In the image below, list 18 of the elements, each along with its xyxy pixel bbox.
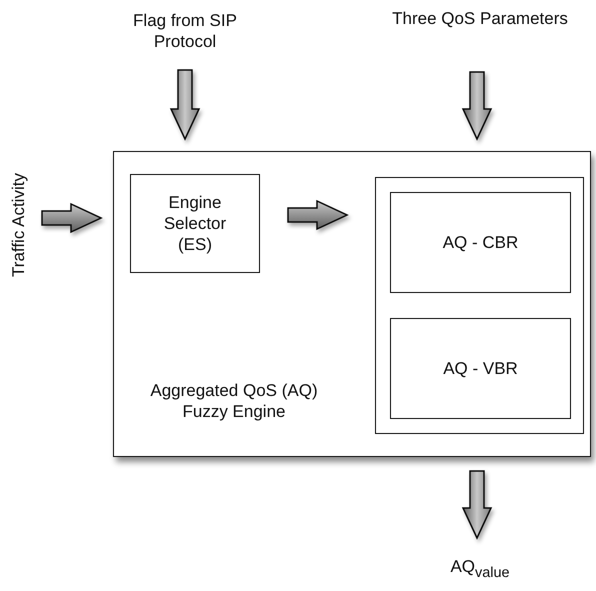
- box-label: AQ - VBR: [442, 358, 519, 379]
- input-label: Flag from SIP Protocol: [130, 10, 240, 54]
- box-label: Engine Selector (ES): [162, 192, 228, 255]
- container-box: [375, 177, 584, 434]
- engine-box: [390, 318, 571, 419]
- block-arrow: [462, 470, 492, 540]
- engine-title: Aggregated QoS (AQ) Fuzzy Engine: [149, 380, 319, 422]
- input-label: Traffic Activity: [8, 160, 32, 290]
- block-arrow: [287, 200, 349, 230]
- box-label: AQ - CBR: [442, 232, 520, 253]
- input-label: Three QoS Parameters: [380, 8, 580, 32]
- block-arrow: [41, 202, 103, 234]
- engine-box: [390, 192, 571, 293]
- output-label: AQ$_{value}$: [420, 556, 540, 586]
- selector-box: [130, 174, 260, 273]
- block-arrow: [170, 69, 200, 141]
- block-arrow: [462, 71, 492, 141]
- engine-box: [113, 151, 591, 457]
